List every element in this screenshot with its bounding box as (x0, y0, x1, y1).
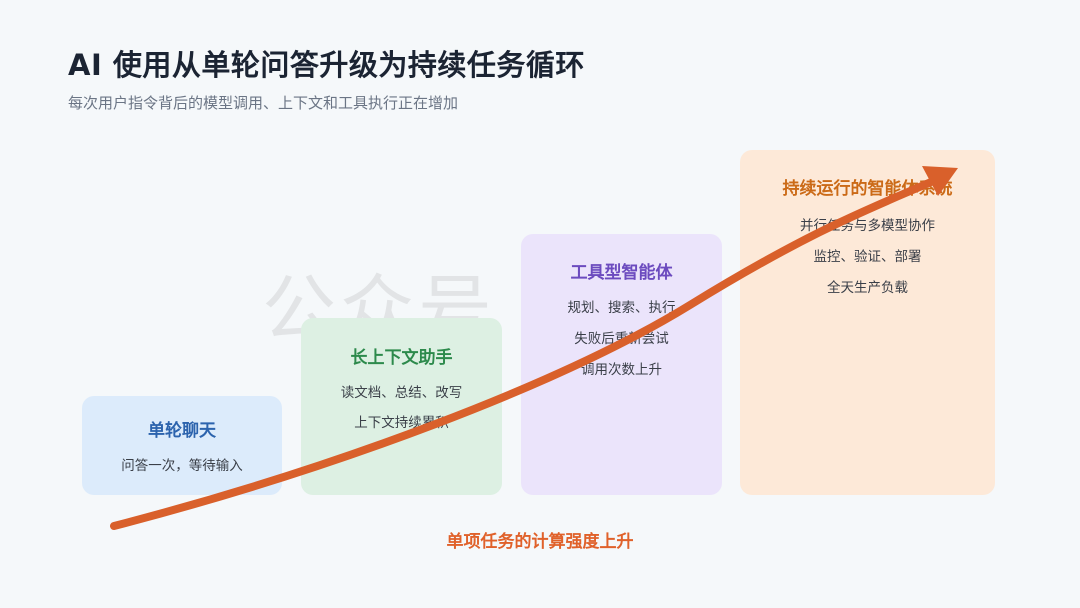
stage-title: 工具型智能体 (570, 263, 673, 283)
stage-title: 单轮聊天 (148, 421, 216, 441)
stage-description: 规划、搜索、执行 (567, 300, 676, 316)
page-subtitle: 每次用户指令背后的模型调用、上下文和工具执行正在增加 (68, 94, 459, 112)
stage-card-single-turn-chat: 单轮聊天 问答一次，等待输入 (82, 396, 282, 495)
stage-description: 监控、验证、部署 (813, 249, 922, 265)
trend-curve (110, 174, 944, 530)
stage-description: 调用次数上升 (581, 362, 662, 378)
trend-label: 单项任务的计算强度上升 (446, 532, 634, 552)
stage-card-tool-agent: 工具型智能体 规划、搜索、执行 失败后重新尝试 调用次数上升 (521, 234, 722, 495)
stage-title: 长上下文助手 (350, 348, 453, 368)
page-title: AI 使用从单轮问答升级为持续任务循环 (68, 48, 585, 82)
arrowhead-icon (922, 166, 958, 196)
stage-description: 全天生产负载 (827, 280, 908, 296)
stage-description: 问答一次，等待输入 (121, 458, 243, 474)
stage-description: 读文档、总结、改写 (340, 385, 463, 401)
